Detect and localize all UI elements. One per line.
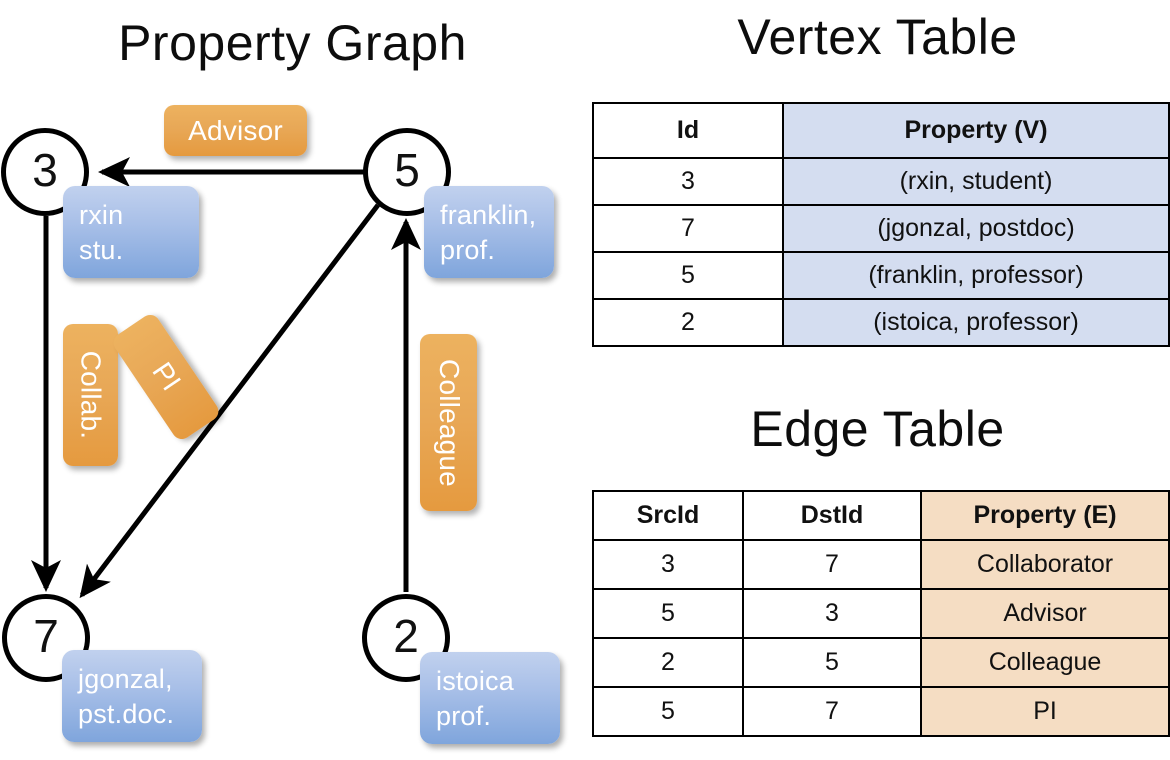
edge-row-2-dst: 5	[742, 637, 922, 688]
table-row: 5 7 PI	[592, 686, 1170, 737]
page-title-vertex-table: Vertex Table	[737, 9, 1018, 65]
edge-row-3-dst: 7	[742, 686, 922, 737]
page-title-edge-table: Edge Table	[750, 401, 1005, 457]
edge-row-1-property: Advisor	[920, 588, 1170, 639]
vertex-row-3-property: (istoica, professor)	[782, 298, 1170, 347]
edge-label-collab-text: Collab.	[75, 350, 107, 440]
node-property-box-5: franklin, prof.	[424, 186, 554, 278]
vertex-row-1-property: (jgonzal, postdoc)	[782, 204, 1170, 253]
edge-label-collab: Collab.	[63, 324, 118, 466]
edge-row-3-src: 5	[592, 686, 744, 737]
graph-node-2[interactable]: 2	[362, 594, 450, 682]
node-property-box-7: jgonzal, pst.doc.	[62, 650, 202, 742]
page-title-property-graph: Property Graph	[118, 15, 467, 71]
vertex-row-1-id: 7	[592, 204, 784, 253]
table-row: 5 (franklin, professor)	[592, 251, 1170, 300]
table-row: 2 5 Colleague	[592, 637, 1170, 688]
graph-node-7-label: 7	[33, 610, 59, 662]
graph-edges-svg	[31, 157, 421, 599]
edge-row-1-src: 5	[592, 588, 744, 639]
vertex-table-header-row: Id Property (V)	[592, 102, 1170, 159]
edge-label-advisor: Advisor	[164, 105, 307, 156]
property-graph-diagram: 3 5 7 2 rxin stu. franklin, prof. jgonza…	[1, 105, 560, 744]
node-property-box-2: istoica prof.	[420, 652, 560, 744]
node-property-5-line1: franklin,	[440, 200, 537, 230]
edge-row-0-src: 3	[592, 539, 744, 590]
edge-5-to-7	[79, 203, 380, 599]
vertex-row-0-property: (rxin, student)	[782, 157, 1170, 206]
table-row: 5 3 Advisor	[592, 588, 1170, 639]
node-property-7-line1: jgonzal,	[78, 664, 173, 694]
node-property-box-3: rxin stu.	[63, 186, 199, 278]
edge-table-header-srcid: SrcId	[592, 490, 744, 541]
table-row: 3 7 Collaborator	[592, 539, 1170, 590]
node-property-7-line2: pst.doc.	[78, 698, 175, 729]
vertex-row-2-property: (franklin, professor)	[782, 251, 1170, 300]
edge-label-colleague: Colleague	[420, 334, 477, 511]
table-row: 2 (istoica, professor)	[592, 298, 1170, 347]
edge-row-0-dst: 7	[742, 539, 922, 590]
edge-label-pi-text: PI	[146, 356, 187, 397]
edge-label-advisor-text: Advisor	[188, 114, 283, 146]
edge-row-0-property: Collaborator	[920, 539, 1170, 590]
graph-node-5[interactable]: 5	[363, 128, 451, 216]
vertex-table-header-property: Property (V)	[782, 102, 1170, 159]
edge-row-2-src: 2	[592, 637, 744, 688]
edge-row-2-property: Colleague	[920, 637, 1170, 688]
node-property-3-line2: stu.	[79, 234, 124, 265]
vertex-row-0-id: 3	[592, 157, 784, 206]
vertex-table-header-id: Id	[592, 102, 784, 159]
node-property-2-line2: prof.	[436, 700, 492, 731]
edge-table-header-property: Property (E)	[920, 490, 1170, 541]
node-property-5-line2: prof.	[440, 234, 496, 265]
graph-node-5-label: 5	[394, 144, 420, 196]
edge-table-header-dstid: DstId	[742, 490, 922, 541]
vertex-row-3-id: 2	[592, 298, 784, 347]
vertex-table: Id Property (V) 3 (rxin, student) 7 (jgo…	[592, 102, 1170, 347]
node-property-2-line1: istoica	[436, 666, 514, 696]
edge-label-colleague-text: Colleague	[433, 358, 465, 487]
edge-row-1-dst: 3	[742, 588, 922, 639]
vertex-row-2-id: 5	[592, 251, 784, 300]
edge-row-3-property: PI	[920, 686, 1170, 737]
edge-table-header-row: SrcId DstId Property (E)	[592, 490, 1170, 541]
node-property-3-line1: rxin	[79, 200, 124, 230]
edge-table: SrcId DstId Property (E) 3 7 Collaborato…	[592, 490, 1170, 737]
graph-node-3-label: 3	[32, 144, 58, 196]
table-row: 7 (jgonzal, postdoc)	[592, 204, 1170, 253]
table-row: 3 (rxin, student)	[592, 157, 1170, 206]
graph-node-2-label: 2	[393, 610, 419, 662]
